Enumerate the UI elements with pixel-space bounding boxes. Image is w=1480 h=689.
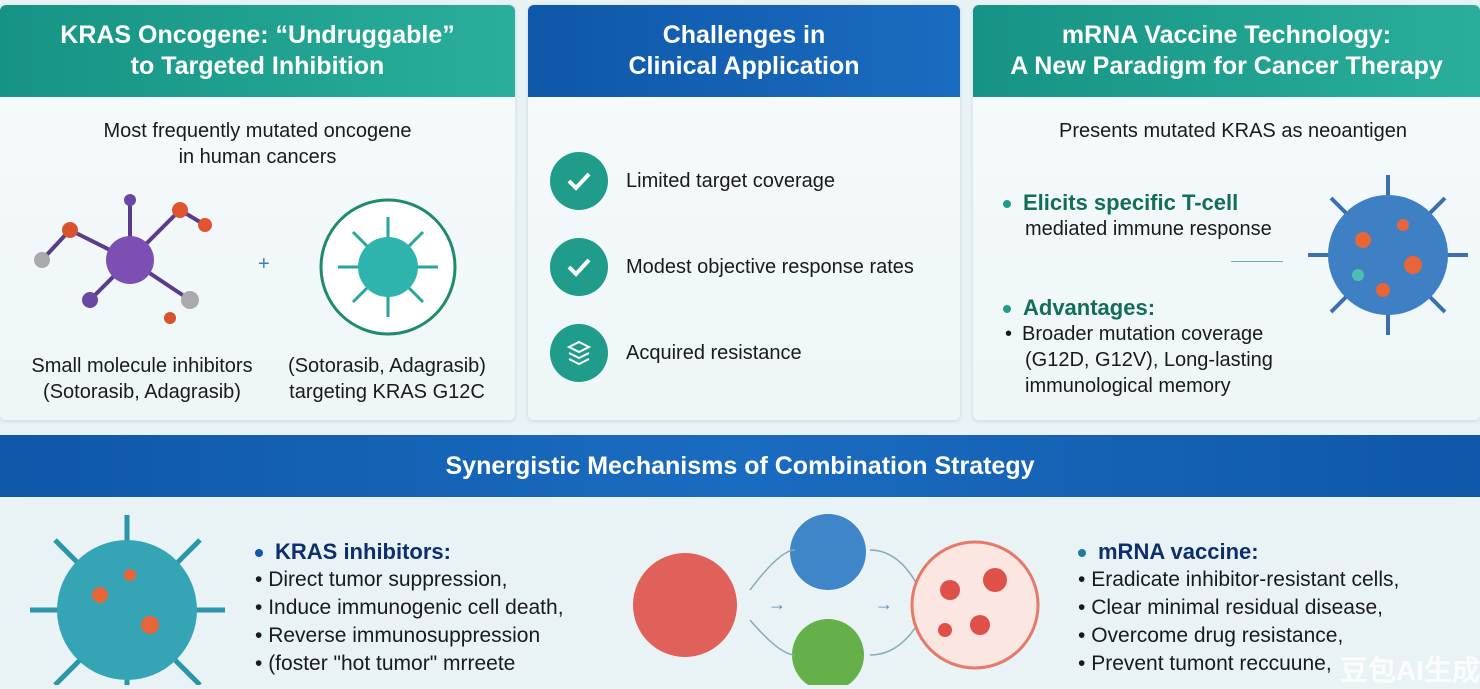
list-heading: KRAS inhibitors: — [275, 539, 451, 564]
list-item-text: Overcome drug resistance, — [1091, 624, 1344, 647]
list-item-text: Induce immunogenic cell death, — [268, 596, 564, 619]
list-item-text: Direct tumor suppression, — [268, 568, 508, 591]
svg-text:→: → — [875, 594, 893, 614]
subtitle: Presents mutated KRAS as neoantigen — [1059, 120, 1407, 142]
subtitle-line: in human cancers — [178, 146, 337, 168]
banner-title: Synergistic Mechanisms of Combination St… — [445, 451, 1035, 480]
virus-icon — [1308, 175, 1468, 335]
watermark: 豆包AI生成 — [1339, 655, 1480, 686]
title-line: to Targeted Inhibition — [130, 52, 385, 80]
blue-cell-icon — [790, 514, 866, 590]
list-item: • Direct tumor suppression, — [255, 568, 508, 591]
panel-kras-oncogene: KRAS Oncogene: “Undruggable” to Targeted … — [0, 5, 515, 420]
list-item: • Overcome drug resistance, — [1078, 624, 1344, 647]
small-molecule-icon — [34, 194, 212, 324]
title-line: Clinical Application — [628, 52, 860, 80]
check-icon — [550, 152, 608, 210]
point-heading: Elicits specific T-cell — [1023, 190, 1239, 215]
caption-line: (Sotorasib, Adagrasib) — [43, 381, 241, 403]
list-heading: mRNA vaccine: — [1098, 539, 1259, 564]
list-item: • Prevent tumont reccuune, — [1078, 652, 1332, 675]
kras-inhibitors-list: KRAS inhibitors: • Direct tumor suppress… — [255, 538, 564, 678]
kras-protein-icon — [319, 198, 457, 336]
title-line: Challenges in — [662, 21, 826, 49]
green-cell-icon — [792, 619, 864, 685]
right-caption: (Sotorasib, Adagrasib) targeting KRAS G12… — [272, 353, 502, 405]
point-body: mediated immune response — [1025, 218, 1272, 240]
list-item: • Induce immunogenic cell death, — [255, 596, 564, 619]
list-item: • Eradicate inhibitor-resistant cells, — [1078, 568, 1400, 591]
list-item-text: Eradicate inhibitor-resistant cells, — [1091, 568, 1400, 591]
tumor-cluster-icon — [633, 553, 737, 657]
point-line: Broader mutation coverage — [1022, 323, 1264, 345]
subtitle: Most frequently mutated oncogene in human… — [0, 118, 515, 170]
panel-header: Challenges in Clinical Application — [528, 5, 960, 97]
left-caption: Small molecule inhibitors (Sotorasib, Ada… — [22, 353, 262, 405]
layers-icon — [550, 324, 608, 382]
challenge-item: Limited target coverage — [550, 152, 835, 210]
divider — [1231, 261, 1283, 262]
point-advantages: Advantages:•Broader mutation coverage(G1… — [1003, 295, 1273, 397]
list-item-text: Prevent tumont reccuune, — [1091, 652, 1332, 675]
title-line: mRNA Vaccine Technology: — [1061, 21, 1392, 49]
cleared-cell-icon — [910, 540, 1040, 670]
panel-header: mRNA Vaccine Technology: A New Paradigm f… — [973, 5, 1480, 97]
panel-mrna-vaccine: mRNA Vaccine Technology: A New Paradigm f… — [973, 5, 1480, 420]
list-item-text: Clear minimal residual disease, — [1091, 596, 1383, 619]
list-item: • (foster "hot tumor" mrreete — [255, 652, 516, 675]
caption-line: Small molecule inhibitors — [31, 355, 253, 377]
caption-line: (Sotorasib, Adagrasib) — [288, 355, 486, 377]
subtitle-line: Most frequently mutated oncogene — [103, 120, 412, 142]
list-item-text: Reverse immunosuppression — [268, 624, 541, 647]
point-tcell: Elicits specific T-cell mediated immune r… — [1003, 190, 1272, 242]
challenge-label: Acquired resistance — [626, 342, 802, 364]
title-line: KRAS Oncogene: “Undruggable” — [60, 21, 455, 49]
challenge-item: Acquired resistance — [550, 324, 802, 382]
caption-line: targeting KRAS G12C — [289, 381, 485, 403]
banner: Synergistic Mechanisms of Combination St… — [0, 435, 1480, 497]
plus-sign: + — [258, 253, 270, 275]
point-heading: Advantages: — [1023, 295, 1156, 320]
point-line: immunological memory — [1025, 375, 1231, 397]
tumor-cell-icon — [30, 515, 225, 685]
title-line: A New Paradigm for Cancer Therapy — [1010, 52, 1443, 80]
list-item: • Clear minimal residual disease, — [1078, 596, 1383, 619]
combination-diagram: →→ — [633, 514, 1040, 685]
check-icon — [550, 238, 608, 296]
panel-header: KRAS Oncogene: “Undruggable” to Targeted … — [0, 5, 515, 97]
challenge-label: Limited target coverage — [626, 170, 836, 192]
point-line: (G12D, G12V), Long-lasting — [1025, 349, 1273, 371]
challenge-label: Modest objective response rates — [626, 256, 914, 278]
svg-text:→: → — [768, 594, 786, 614]
list-item-text: (foster "hot tumor" mrreete — [268, 652, 516, 675]
challenge-item: Modest objective response rates — [550, 238, 914, 296]
panel-challenges: Challenges in Clinical Application Limite… — [528, 5, 960, 420]
list-item: • Reverse immunosuppression — [255, 624, 541, 647]
mrna-vaccine-list: mRNA vaccine: • Eradicate inhibitor-resi… — [1078, 538, 1399, 678]
